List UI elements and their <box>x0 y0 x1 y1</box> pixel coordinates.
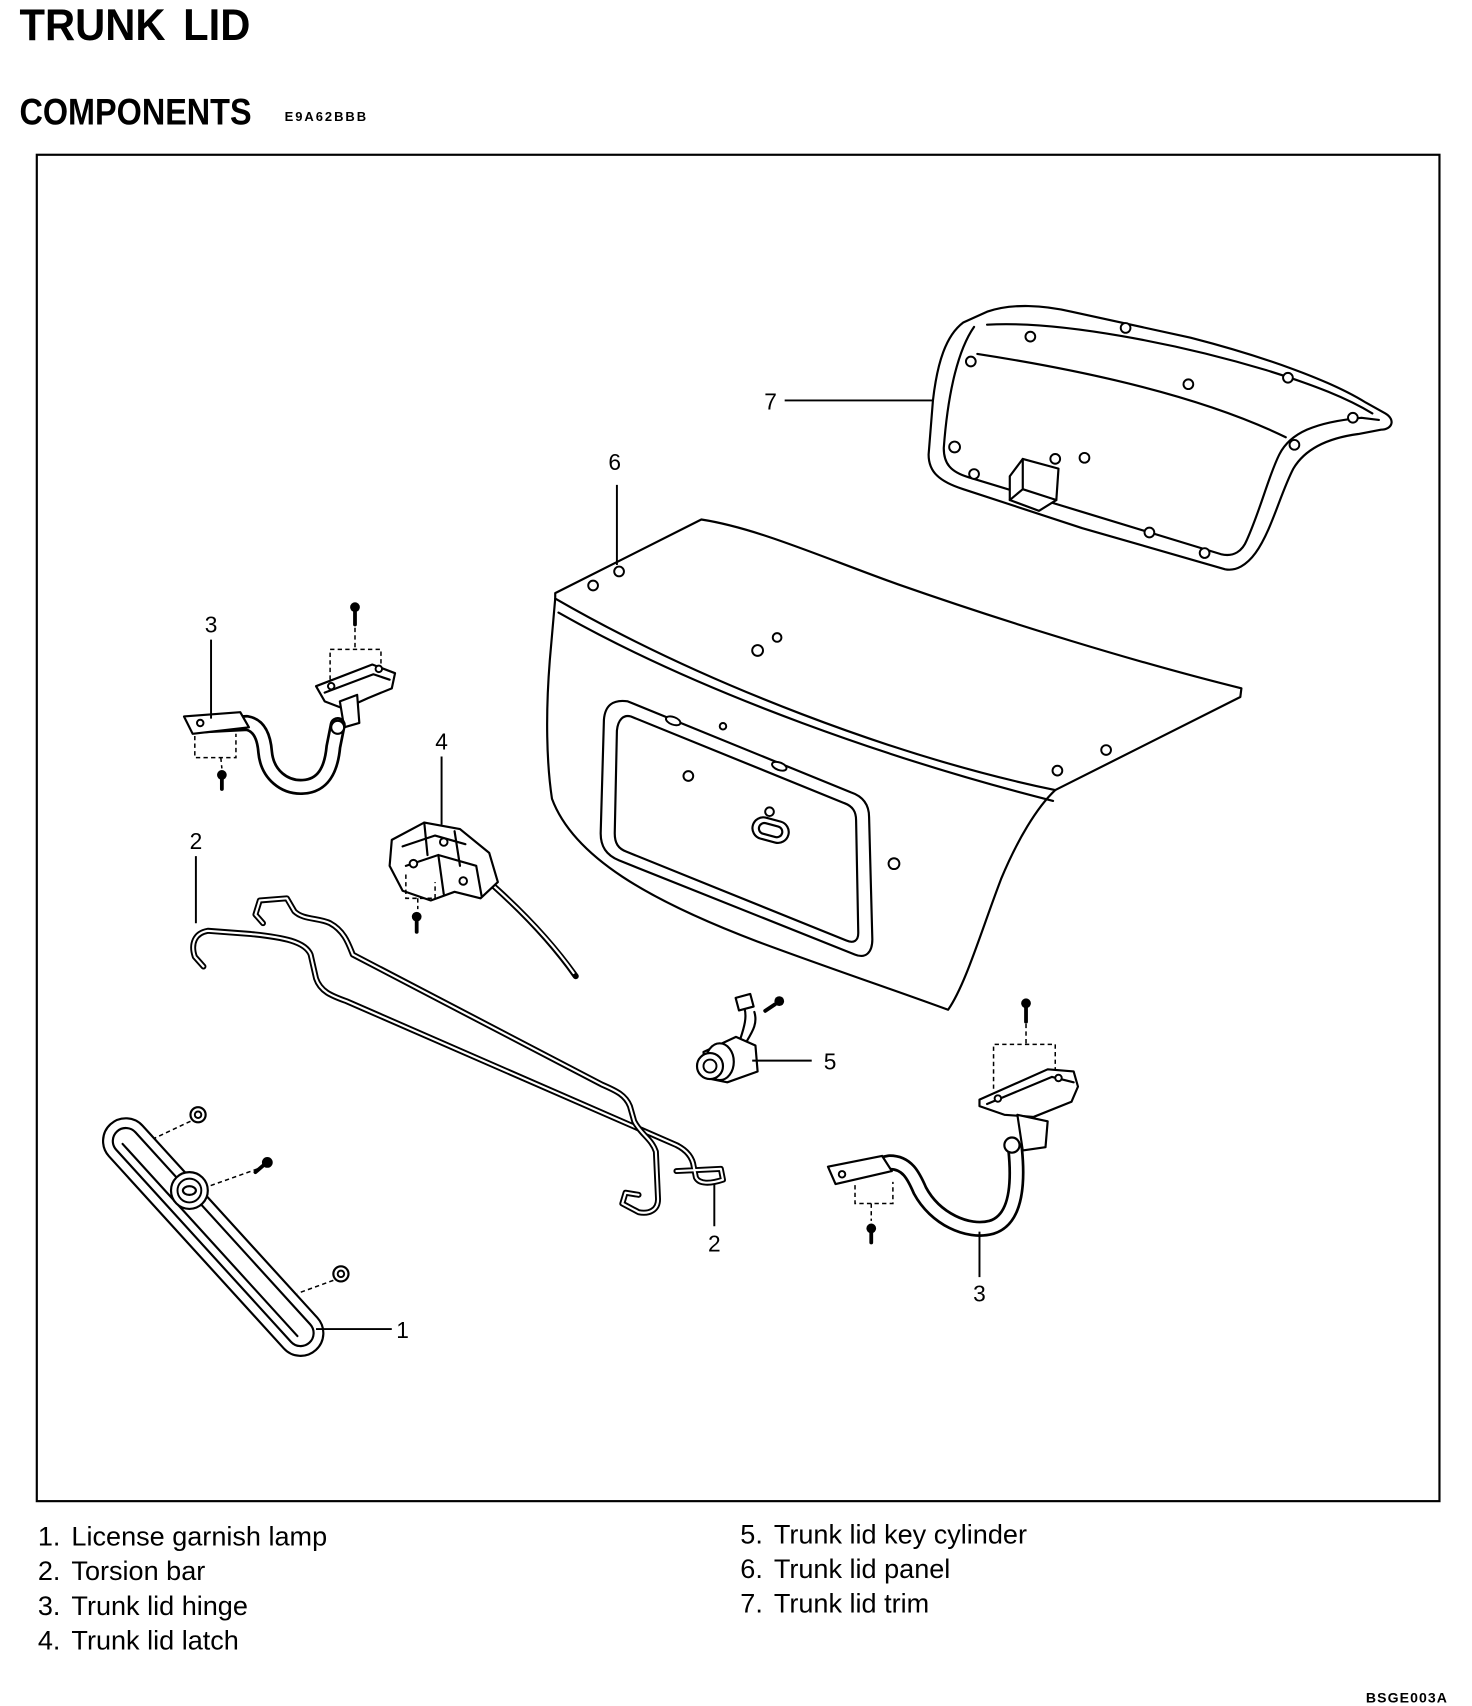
legend-item-7: 7.Trunk lid trim <box>740 1588 930 1620</box>
nut <box>332 1265 350 1283</box>
callout-2-upper: 2 <box>190 828 203 854</box>
callout-6: 6 <box>608 449 621 475</box>
callout-5: 5 <box>824 1049 837 1075</box>
legend-item-6: 6.Trunk lid panel <box>740 1554 951 1585</box>
trunk-lid-hinge-lower <box>826 998 1080 1245</box>
callout-7: 7 <box>764 389 777 415</box>
panel-holes <box>587 565 1112 871</box>
legend-left: 1.License garnish lamp 2.Torsion bar 3.T… <box>38 1520 327 1659</box>
page-title: TRUNK LID <box>19 0 251 50</box>
legend-label: Trunk lid latch <box>71 1625 239 1656</box>
license-plate-recess <box>599 699 874 957</box>
legend-item-2: 2.Torsion bar <box>37 1556 206 1587</box>
legend-label: Trunk lid key cylinder <box>773 1519 1027 1550</box>
section-code: E9A62BBB <box>284 109 369 125</box>
legend-label: License garnish lamp <box>71 1521 328 1553</box>
callout-3-upper: 3 <box>205 611 218 637</box>
torsion-bar <box>190 895 726 1216</box>
trunk-lid-trim <box>927 304 1393 571</box>
section-title: COMPONENTS <box>19 91 252 134</box>
bolt <box>763 996 785 1013</box>
trim-handle-pocket <box>1008 457 1060 512</box>
key-cylinder-opening <box>751 816 790 844</box>
bolt <box>217 770 227 791</box>
license-garnish-lamp <box>101 1106 350 1357</box>
bolt <box>350 602 360 627</box>
nut <box>189 1106 207 1124</box>
hinge-bracket <box>314 663 397 729</box>
legend-label: Trunk lid trim <box>773 1588 930 1620</box>
bolt <box>253 1156 273 1175</box>
legend-label: Torsion bar <box>71 1556 206 1587</box>
callout-2-lower: 2 <box>708 1231 721 1257</box>
trunk-lid-hinge-upper <box>182 602 397 795</box>
hinge-bracket <box>978 1068 1080 1152</box>
bolt <box>866 1223 877 1245</box>
legend-item-4: 4.Trunk lid latch <box>37 1625 239 1656</box>
legend-label: Trunk lid hinge <box>71 1590 248 1622</box>
legend-item-1: 1.License garnish lamp <box>37 1521 328 1553</box>
legend-item-3: 3.Trunk lid hinge <box>37 1590 248 1622</box>
legend-item-5: 5.Trunk lid key cylinder <box>740 1519 1027 1550</box>
trunk-lid-panel <box>546 518 1243 1011</box>
diagram-frame <box>35 153 1441 1503</box>
emblem <box>169 1171 209 1211</box>
trim-clip-holes <box>948 322 1359 559</box>
bolt <box>411 911 422 934</box>
bolt <box>1021 998 1031 1024</box>
trunk-lid-key-cylinder <box>695 992 785 1084</box>
trunk-lid-latch <box>388 821 579 980</box>
callout-1: 1 <box>396 1317 409 1343</box>
legend-right: 5.Trunk lid key cylinder 6.Trunk lid pan… <box>740 1517 1027 1621</box>
legend-label: Trunk lid panel <box>773 1554 951 1585</box>
callout-4: 4 <box>435 728 448 754</box>
callout-3-lower: 3 <box>973 1280 986 1306</box>
figure-code: BSGE003A <box>1365 1689 1449 1706</box>
